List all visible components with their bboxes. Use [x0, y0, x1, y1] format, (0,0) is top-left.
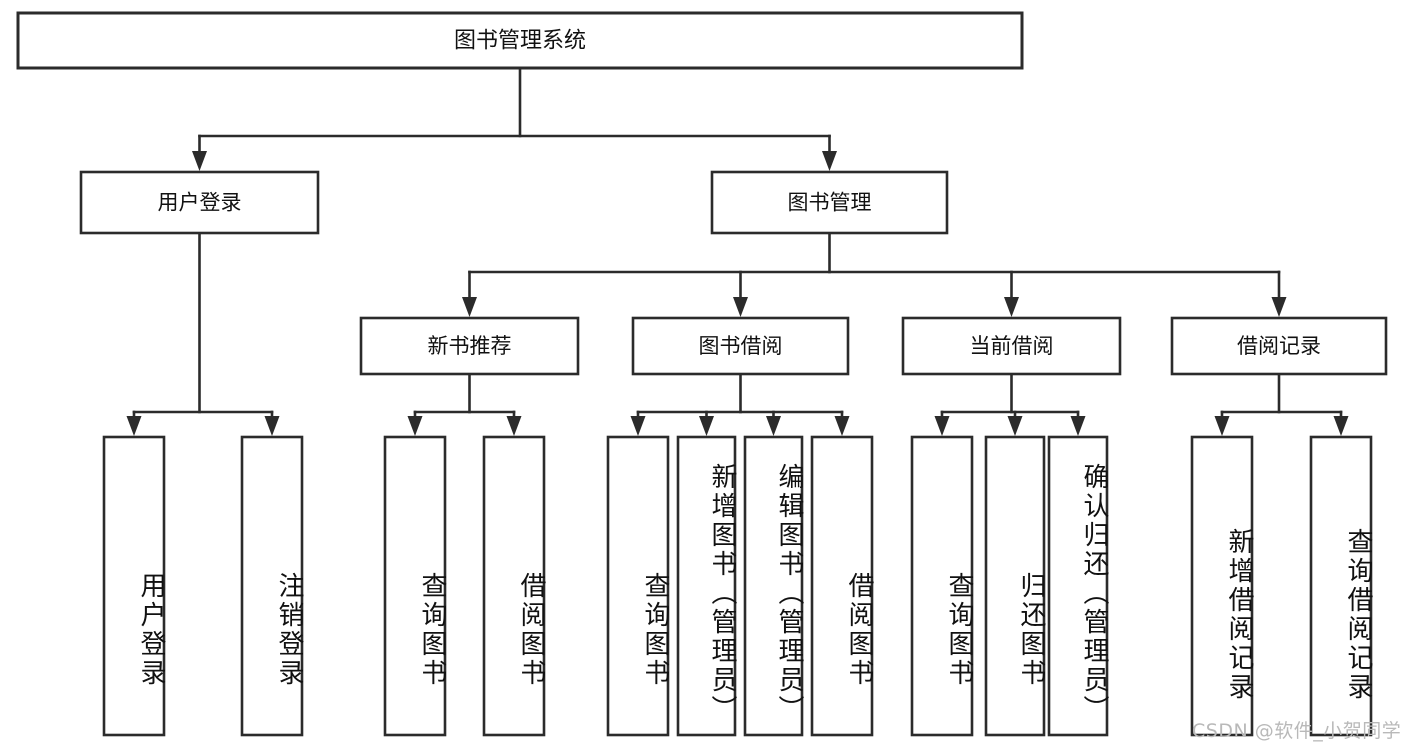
node-box-l4_11[interactable] [1190, 435, 1254, 737]
node-label-l3_2: 当前借阅 [970, 334, 1054, 358]
node-box-l3_2[interactable] [901, 316, 1122, 376]
node-box-l4_1[interactable] [240, 435, 304, 737]
node-box-l4_9[interactable] [984, 435, 1046, 737]
node-l4_9[interactable] [984, 435, 1046, 737]
node-box-l4_8[interactable] [910, 435, 974, 737]
node-box-l4_7[interactable] [810, 435, 874, 737]
node-l4_1[interactable] [240, 435, 304, 737]
node-l4_0[interactable] [102, 435, 166, 737]
node-l3_2[interactable]: 当前借阅 [901, 316, 1122, 376]
node-label-l2_1: 图书管理 [788, 191, 872, 215]
node-label-l3_1: 图书借阅 [699, 334, 783, 358]
node-l4_5[interactable] [676, 435, 737, 737]
edge-group-l3_0 [407, 372, 522, 436]
node-box-l4_2[interactable] [383, 435, 447, 737]
node-l4_8[interactable] [910, 435, 974, 737]
node-box-l3_0[interactable] [359, 316, 580, 376]
node-l3_3[interactable]: 借阅记录 [1170, 316, 1388, 376]
edge-group-root [192, 66, 837, 171]
node-box-l3_1[interactable] [631, 316, 850, 376]
edge-group-l3_3 [1214, 372, 1349, 436]
node-l2_0[interactable]: 用户登录 [79, 170, 320, 235]
edge-group-l2_1 [462, 231, 1287, 317]
node-box-l4_5[interactable] [676, 435, 737, 737]
node-root[interactable]: 图书管理系统 [16, 11, 1024, 70]
node-box-l4_10[interactable] [1047, 435, 1109, 737]
node-label-l3_3: 借阅记录 [1237, 334, 1321, 358]
node-box-l4_4[interactable] [606, 435, 670, 737]
node-l4_10[interactable] [1047, 435, 1109, 737]
node-l4_6[interactable] [743, 435, 804, 737]
node-box-l4_12[interactable] [1309, 435, 1373, 737]
edge-group-l3_1 [630, 372, 850, 436]
node-l3_0[interactable]: 新书推荐 [359, 316, 580, 376]
node-box-root[interactable] [16, 11, 1024, 70]
watermark-text: CSDN @软件_小贺同学 [1192, 720, 1402, 742]
node-label-l3_0: 新书推荐 [428, 334, 512, 358]
node-l4_2[interactable] [383, 435, 447, 737]
node-box-l3_3[interactable] [1170, 316, 1388, 376]
edge-group-l3_2 [934, 372, 1086, 436]
node-l4_7[interactable] [810, 435, 874, 737]
node-label-root: 图书管理系统 [454, 29, 586, 54]
node-box-l2_1[interactable] [710, 170, 949, 235]
node-box-l4_3[interactable] [482, 435, 546, 737]
node-box-l2_0[interactable] [79, 170, 320, 235]
node-l4_3[interactable] [482, 435, 546, 737]
node-l4_4[interactable] [606, 435, 670, 737]
node-box-l4_6[interactable] [743, 435, 804, 737]
node-box-l4_0[interactable] [102, 435, 166, 737]
edges-layer [126, 66, 1349, 436]
edge-group-l2_0 [126, 231, 280, 436]
node-l4_12[interactable] [1309, 435, 1373, 737]
node-label-l2_0: 用户登录 [158, 191, 242, 215]
node-l3_1[interactable]: 图书借阅 [631, 316, 850, 376]
node-l2_1[interactable]: 图书管理 [710, 170, 949, 235]
node-l4_11[interactable] [1190, 435, 1254, 737]
